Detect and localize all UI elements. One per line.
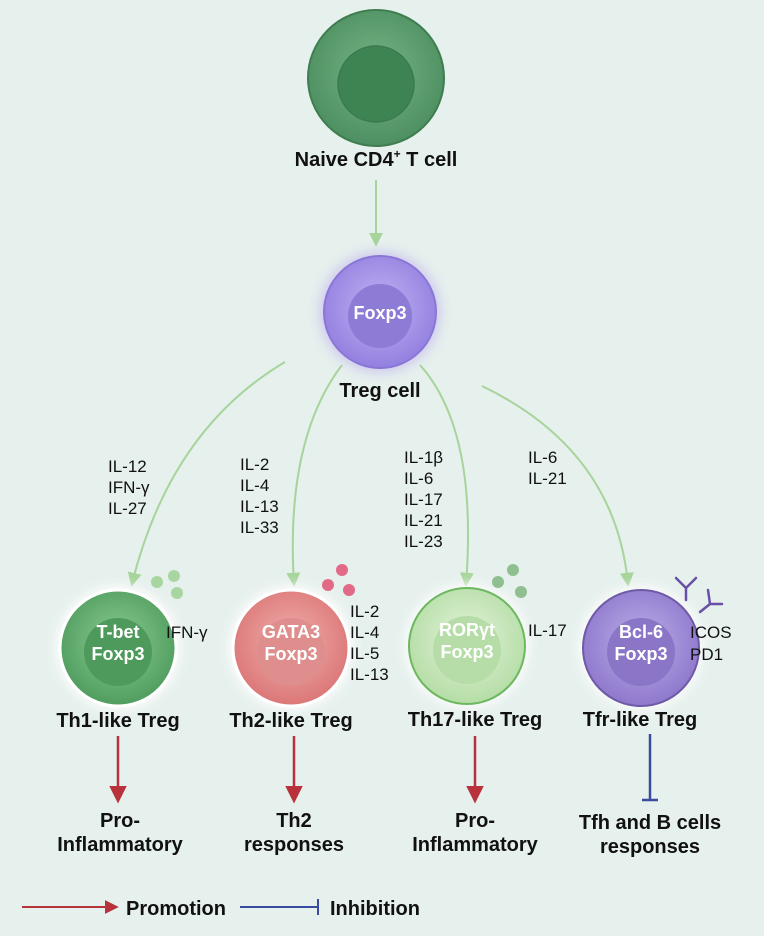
th1-outcome: Inflammatory — [57, 834, 183, 856]
inhibition-arrow-tfr — [642, 734, 658, 802]
th17-outcome: Pro- — [455, 810, 495, 832]
th2-secretion-granules — [322, 564, 355, 596]
th1-cytokine: IL-12 — [108, 457, 147, 476]
arrow-treg-to-tfr — [481, 385, 634, 587]
th17-secretion-granules — [492, 564, 527, 598]
th2-like-treg-cell — [229, 586, 353, 710]
th1-cytokine: IFN-γ — [108, 478, 150, 497]
th2-secreted: IL-2 — [350, 602, 379, 621]
th1-outcome: Pro- — [100, 810, 140, 832]
treg-cell — [320, 252, 440, 372]
legend-promotion-label: Promotion — [126, 898, 226, 920]
th1-cytokine: IL-27 — [108, 499, 147, 518]
th17-inner-label: RORγt — [439, 620, 495, 640]
legend-inhibition-label: Inhibition — [330, 898, 420, 920]
th17-outcome: Inflammatory — [412, 834, 538, 856]
tfr-label: Tfr-like Treg — [583, 709, 697, 731]
th17-cytokine: IL-21 — [404, 511, 443, 530]
tfr-outcome: Tfh and B cells — [579, 812, 721, 834]
th2-cytokine: IL-2 — [240, 455, 269, 474]
tfr-surface-marker: ICOS — [690, 623, 732, 642]
th1-label: Th1-like Treg — [56, 710, 179, 732]
th2-inner-label: GATA3 — [262, 622, 320, 642]
th1-cytokine-list: IL-12 IFN-γ IL-27 — [108, 457, 150, 518]
legend: Promotion Inhibition — [22, 898, 420, 920]
th2-cytokine: IL-4 — [240, 476, 269, 495]
naive-cd4-t-cell — [307, 9, 445, 147]
arrow-treg-to-th1 — [127, 361, 286, 587]
th2-outcome: responses — [244, 834, 344, 856]
th17-cytokine: IL-23 — [404, 532, 443, 551]
th2-outcome: Th2 — [276, 810, 312, 832]
th1-inner-label: Foxp3 — [91, 644, 144, 664]
tfr-inner-label: Bcl-6 — [619, 622, 663, 642]
treg-inner-label: Foxp3 — [353, 303, 406, 323]
arrow-treg-to-th2 — [286, 364, 343, 587]
arrow-treg-to-th17 — [419, 364, 474, 587]
th2-secreted: IL-13 — [350, 665, 389, 684]
tfr-inner-label: Foxp3 — [614, 644, 667, 664]
th17-inner-label: Foxp3 — [440, 642, 493, 662]
tfr-surface-marker: PD1 — [690, 645, 723, 664]
th2-cytokine-list: IL-2 IL-4 IL-13 IL-33 — [240, 455, 279, 537]
tfr-cytokine: IL-21 — [528, 469, 567, 488]
treg-cell-label: Treg cell — [339, 380, 420, 402]
tfr-cytokine-list: IL-6 IL-21 — [528, 448, 567, 488]
tfr-cytokine: IL-6 — [528, 448, 557, 467]
th2-cytokine: IL-33 — [240, 518, 279, 537]
th1-like-treg-cell — [56, 586, 180, 710]
th17-like-treg-cell — [405, 584, 529, 708]
th2-cytokine: IL-13 — [240, 497, 279, 516]
th1-secretion-granules — [151, 570, 183, 599]
th2-inner-label: Foxp3 — [264, 644, 317, 664]
legend-inhibition-arrow — [240, 899, 319, 915]
th2-label: Th2-like Treg — [229, 710, 352, 732]
th1-inner-label: T-bet — [97, 622, 140, 642]
tfr-like-treg-cell — [579, 586, 703, 710]
th17-label: Th17-like Treg — [408, 709, 543, 731]
th2-secreted: IL-5 — [350, 644, 379, 663]
naive-cell-label: Naive CD4+ T cell — [295, 147, 458, 171]
th17-cytokine: IL-6 — [404, 469, 433, 488]
tfr-surface-receptor-icon — [674, 576, 724, 614]
th17-secreted: IL-17 — [528, 621, 567, 640]
th1-secreted: IFN-γ — [166, 623, 208, 642]
th17-cytokine: IL-17 — [404, 490, 443, 509]
th17-cytokine-list: IL-1β IL-6 IL-17 IL-21 IL-23 — [404, 448, 443, 551]
th17-cytokine: IL-1β — [404, 448, 443, 467]
th2-secreted: IL-4 — [350, 623, 379, 642]
tfr-outcome: responses — [600, 836, 700, 858]
